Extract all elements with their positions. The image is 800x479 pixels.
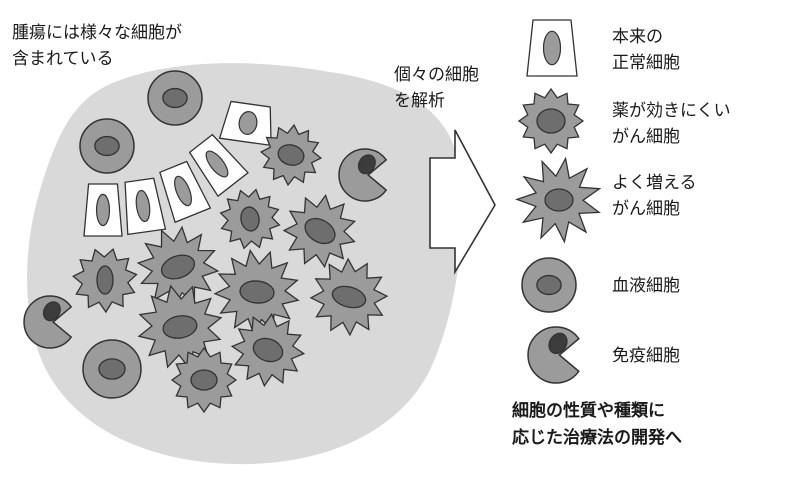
- immune-cell-nucleus: [42, 301, 61, 322]
- tumor-heading-line-1: 腫瘍には様々な細胞が: [12, 23, 182, 43]
- cancer-cell: [137, 284, 223, 370]
- normal-cell: [526, 19, 578, 77]
- tumor-blood-cells: [79, 70, 203, 399]
- cancer-cell: [282, 194, 357, 269]
- cancer-cell: [170, 346, 238, 414]
- arrow-caption-line-2: を解析: [394, 91, 445, 111]
- legend-blood-cell-icon: [521, 257, 577, 313]
- immune-cell: [23, 295, 73, 349]
- blood-cell-nucleus: [98, 358, 126, 380]
- cancer-cell: [515, 156, 602, 244]
- cancer-cell-nucleus: [162, 315, 198, 339]
- tumor-normal-cells: [83, 100, 272, 237]
- cancer-cell: [72, 247, 138, 314]
- legend-prolif-label-2: がん細胞: [612, 199, 680, 219]
- tumor-cancer-cells: [72, 123, 389, 414]
- legend-normal-cell-icon: [526, 19, 578, 77]
- cancer-cell: [259, 123, 323, 187]
- right-arrow-icon: [429, 129, 496, 275]
- cancer-cell: [230, 312, 306, 388]
- immune-cell-nucleus: [548, 332, 568, 355]
- legend-immune-cell-icon: [527, 326, 580, 384]
- cancer-cell-nucleus: [331, 285, 367, 309]
- immune-cell: [527, 326, 580, 384]
- immune-cell: [338, 148, 388, 202]
- cancer-cell: [517, 87, 585, 155]
- normal-cell-nucleus: [174, 175, 192, 207]
- normal-cell: [124, 177, 167, 236]
- blood-cell: [147, 70, 203, 126]
- normal-cell-nucleus: [135, 189, 151, 223]
- legend-prolif-label-1: よく増える: [612, 173, 697, 193]
- immune-cell-nucleus: [357, 154, 376, 175]
- cancer-cell-nucleus: [252, 337, 284, 363]
- cancer-cell-nucleus: [240, 206, 260, 232]
- legend-immune-label: 免疫細胞: [612, 346, 680, 366]
- blood-cell: [82, 339, 142, 399]
- blood-cell-nucleus: [162, 87, 188, 109]
- tumor-heading-line-2: 含まれている: [12, 49, 114, 69]
- conclusion-line-2: 応じた治療法の開発へ: [512, 427, 682, 448]
- legend-drug-label-2: がん細胞: [612, 127, 680, 147]
- cancer-cell-nucleus: [160, 254, 196, 280]
- cancer-cell-nucleus: [304, 217, 336, 245]
- normal-cell-nucleus: [95, 193, 111, 227]
- cancer-cell: [136, 225, 220, 309]
- blood-cell: [79, 118, 135, 174]
- legend-blood-label: 血液細胞: [612, 276, 680, 296]
- legend-normal-label-1: 本来の: [612, 27, 663, 47]
- tumor-immune-cells: [23, 148, 388, 349]
- cancer-cell: [309, 257, 389, 337]
- blood-cell: [521, 257, 577, 313]
- cancer-cell-nucleus: [544, 188, 574, 212]
- legend-drug-label-1: 薬が効きにくい: [612, 101, 731, 121]
- normal-cell: [159, 160, 212, 224]
- normal-cell: [188, 133, 249, 198]
- arrow-caption-line-1: 個々の細胞: [394, 65, 479, 85]
- normal-cell-nucleus: [238, 111, 258, 135]
- legend-proliferating-cancer-cell-icon: [515, 156, 602, 244]
- blood-cell-nucleus: [536, 274, 562, 296]
- cancer-cell-nucleus: [277, 144, 305, 166]
- cancer-cell-nucleus: [239, 280, 275, 304]
- cancer-cell-nucleus: [536, 108, 566, 134]
- normal-cell: [83, 183, 123, 237]
- cancer-cell-nucleus: [96, 265, 114, 295]
- legend-normal-label-2: 正常細胞: [612, 53, 680, 73]
- normal-cell-nucleus: [542, 30, 562, 66]
- legend-drug-resistant-cancer-cell-icon: [517, 87, 585, 155]
- normal-cell-nucleus: [205, 150, 229, 178]
- conclusion-line-1: 細胞の性質や種類に: [512, 400, 665, 421]
- cancer-cell-nucleus: [190, 369, 218, 391]
- blood-cell-nucleus: [94, 135, 120, 157]
- cancer-cell: [219, 188, 281, 250]
